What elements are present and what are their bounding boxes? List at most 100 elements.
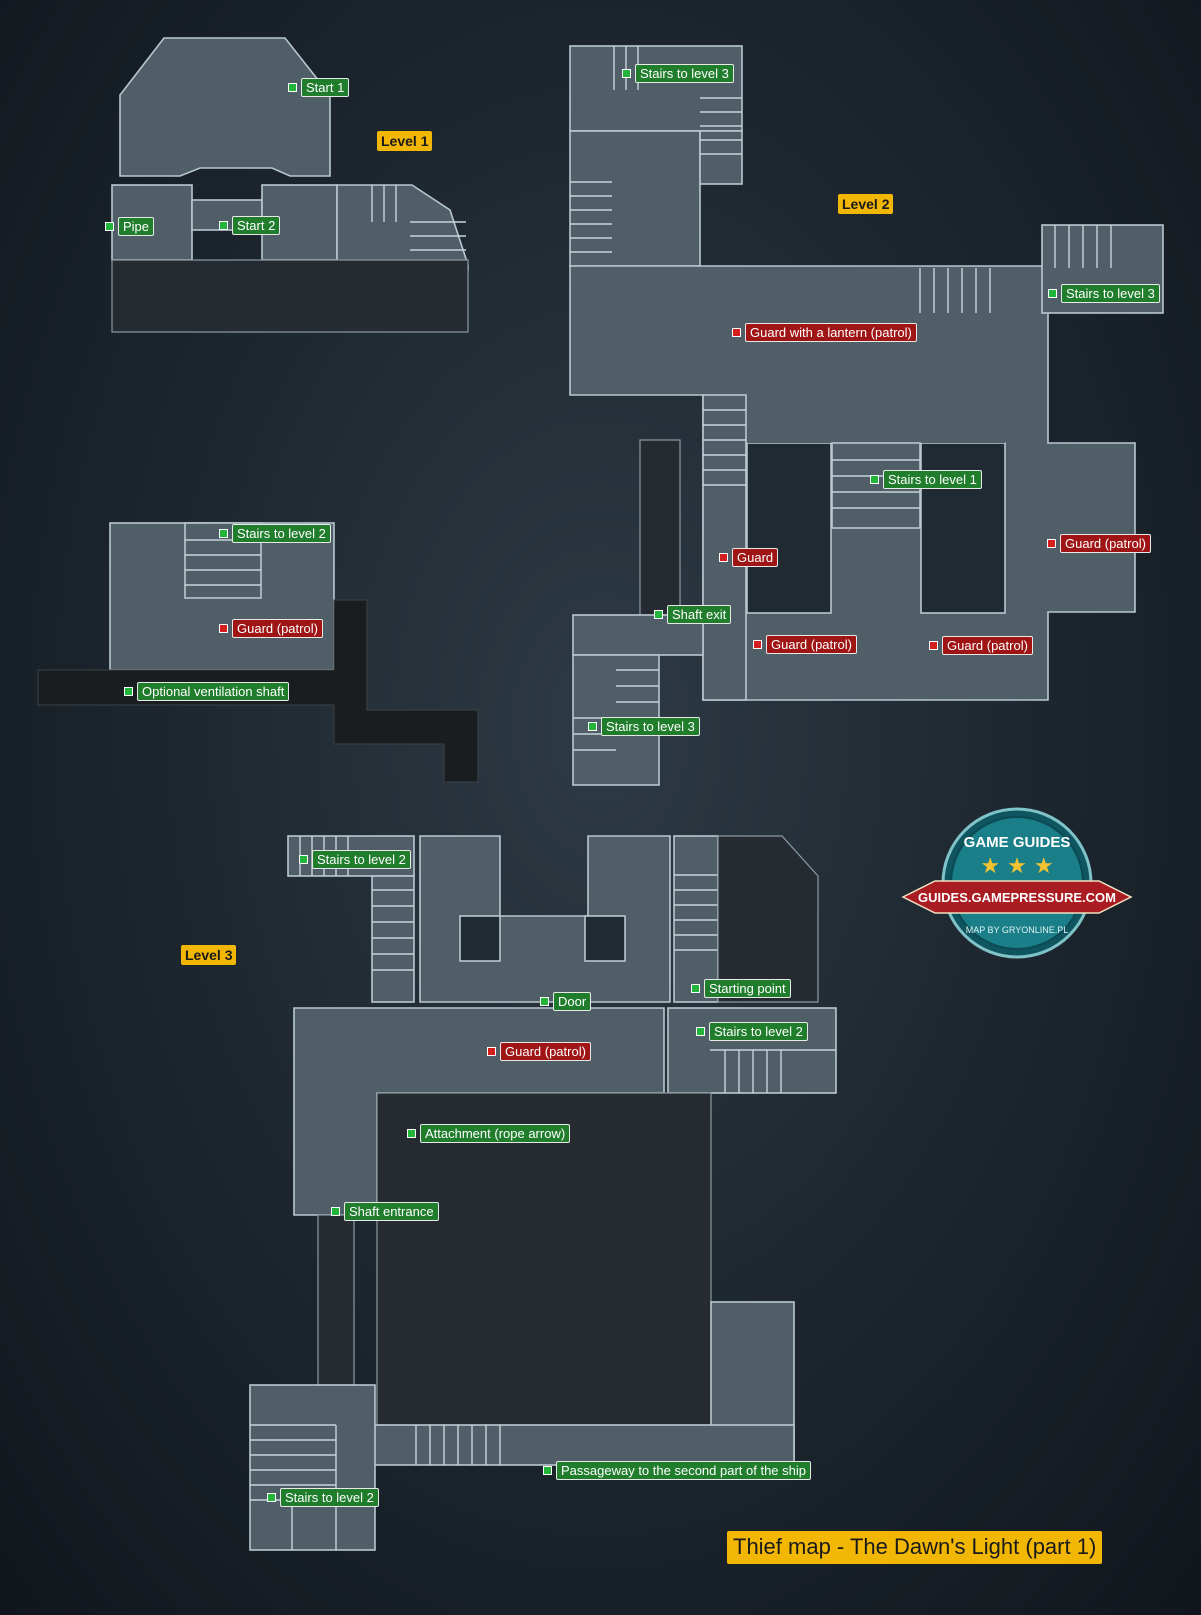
level-3-label: Level 3 [181,945,237,965]
badge-top-text: GAME GUIDES [964,834,1071,851]
level3-upper-block [419,835,671,1003]
marker-guard-with-lantern[interactable]: Guard with a lantern (patrol) [732,323,917,342]
objective-marker-icon [288,83,297,92]
marker-shaft-exit[interactable]: Shaft exit [654,605,732,624]
marker-optional-ventilation-shaft[interactable]: Optional ventilation shaft [124,682,290,701]
objective-marker-icon [540,997,549,1006]
marker-label: Pipe [118,217,155,236]
level-2-label: Level 2 [838,194,894,214]
marker-l1-stairs-to-level-2[interactable]: Stairs to level 2 [219,524,331,543]
level2-left-stair-column [702,394,747,701]
level3-right-stairs [710,1049,836,1093]
level3-upper-void-left [459,915,501,962]
objective-marker-icon [543,1466,552,1475]
badge-bottom-text: MAP BY GRYONLINE.PL [966,925,1069,935]
marker-l3-stairs-to-level-2-bottom[interactable]: Stairs to level 2 [267,1488,379,1507]
marker-label: Guard (patrol) [500,1042,591,1061]
marker-l3-guard-patrol[interactable]: Guard (patrol) [487,1042,591,1061]
marker-label: Stairs to level 2 [312,850,411,869]
level3-bottom-stairs [250,1424,337,1550]
marker-start-1[interactable]: Start 1 [288,78,350,97]
marker-l3-stairs-to-level-2-right[interactable]: Stairs to level 2 [696,1022,808,1041]
level2-shaft [639,439,681,616]
objective-marker-icon [124,687,133,696]
objective-marker-icon [696,1027,705,1036]
level2-top-stairs [570,46,742,253]
objective-marker-icon [219,529,228,538]
marker-shaft-entrance[interactable]: Shaft entrance [331,1202,439,1221]
marker-passageway-second-part[interactable]: Passageway to the second part of the shi… [543,1461,811,1480]
objective-marker-icon [588,722,597,731]
level3-dark-room [717,835,819,1003]
guard-marker-icon [719,553,728,562]
level1-stairs-to-level2 [184,522,262,599]
level3-rooms [249,835,837,1551]
level1-stairs [371,185,466,251]
level3-left-stairs [372,889,414,971]
star-icon: ★ ★ ★ [980,854,1053,879]
marker-label: Start 2 [232,216,281,235]
level2-rooms [569,45,1164,786]
objective-marker-icon [654,610,663,619]
marker-l2-stairs-to-level-3-top[interactable]: Stairs to level 3 [622,64,734,83]
objective-marker-icon [219,221,228,230]
marker-label: Shaft exit [667,605,732,624]
level-1-label: Level 1 [377,131,433,151]
guard-marker-icon [732,328,741,337]
marker-label: Stairs to level 3 [601,717,700,736]
marker-l2-guard-patrol-right[interactable]: Guard (patrol) [1047,534,1151,553]
level2-inner-void-left [746,442,832,614]
marker-l3-stairs-to-level-2-top[interactable]: Stairs to level 2 [299,850,411,869]
level2-right-stairs [919,225,1112,313]
map-title: Thief map - The Dawn's Light (part 1) [727,1531,1103,1564]
marker-l1-guard-patrol[interactable]: Guard (patrol) [219,619,323,638]
level1-stair-room [336,184,469,271]
marker-label: Door [553,992,592,1011]
level3-start-stairwell [673,835,719,1003]
marker-label: Stairs to level 2 [280,1488,379,1507]
marker-label: Attachment (rope arrow) [420,1124,571,1143]
marker-label: Stairs to level 3 [635,64,734,83]
marker-starting-point[interactable]: Starting point [691,979,791,998]
level2-inner-void-right [920,442,1006,614]
marker-label: Stairs to level 1 [883,470,982,489]
marker-label: Stairs to level 3 [1061,284,1160,303]
marker-l2-stairs-to-level-3-bottom[interactable]: Stairs to level 3 [588,717,700,736]
marker-start-2[interactable]: Start 2 [219,216,281,235]
marker-label: Optional ventilation shaft [137,682,290,701]
objective-marker-icon [331,1207,340,1216]
marker-label: Guard with a lantern (patrol) [745,323,917,342]
objective-marker-icon [105,222,114,231]
marker-label: Stairs to level 2 [709,1022,808,1041]
level3-shaft [317,1214,355,1386]
marker-pipe[interactable]: Pipe [105,217,155,236]
level3-start-stairs [674,874,718,951]
objective-marker-icon [407,1129,416,1138]
marker-label: Guard (patrol) [232,619,323,638]
marker-l2-guard[interactable]: Guard [719,548,779,567]
level3-bottom-corridor [335,1424,795,1466]
marker-l2-stairs-to-level-3-right[interactable]: Stairs to level 3 [1048,284,1160,303]
level1-lower-hall [111,259,469,333]
level2-top-stairwell [699,130,743,185]
guard-marker-icon [929,641,938,650]
marker-label: Starting point [704,979,791,998]
level3-upper-void-right [584,915,626,962]
marker-label: Shaft entrance [344,1202,439,1221]
marker-label: Guard (patrol) [1060,534,1151,553]
marker-attachment-rope-arrow[interactable]: Attachment (rope arrow) [407,1124,571,1143]
marker-l2-guard-patrol-mid[interactable]: Guard (patrol) [753,635,857,654]
marker-door[interactable]: Door [540,992,592,1011]
marker-label: Stairs to level 2 [232,524,331,543]
marker-stairs-to-level-1[interactable]: Stairs to level 1 [870,470,982,489]
badge-ribbon-text: GUIDES.GAMEPRESSURE.COM [918,890,1116,905]
level2-top-left [569,130,701,267]
level1-rooms [37,37,479,783]
marker-l2-guard-patrol-mid2[interactable]: Guard (patrol) [929,636,1033,655]
objective-marker-icon [622,69,631,78]
level3-bottom-corridor-stairs [415,1425,501,1465]
guard-marker-icon [487,1047,496,1056]
level1-start-room [119,37,331,177]
level3-left-stairwell [371,875,415,1003]
objective-marker-icon [267,1493,276,1502]
